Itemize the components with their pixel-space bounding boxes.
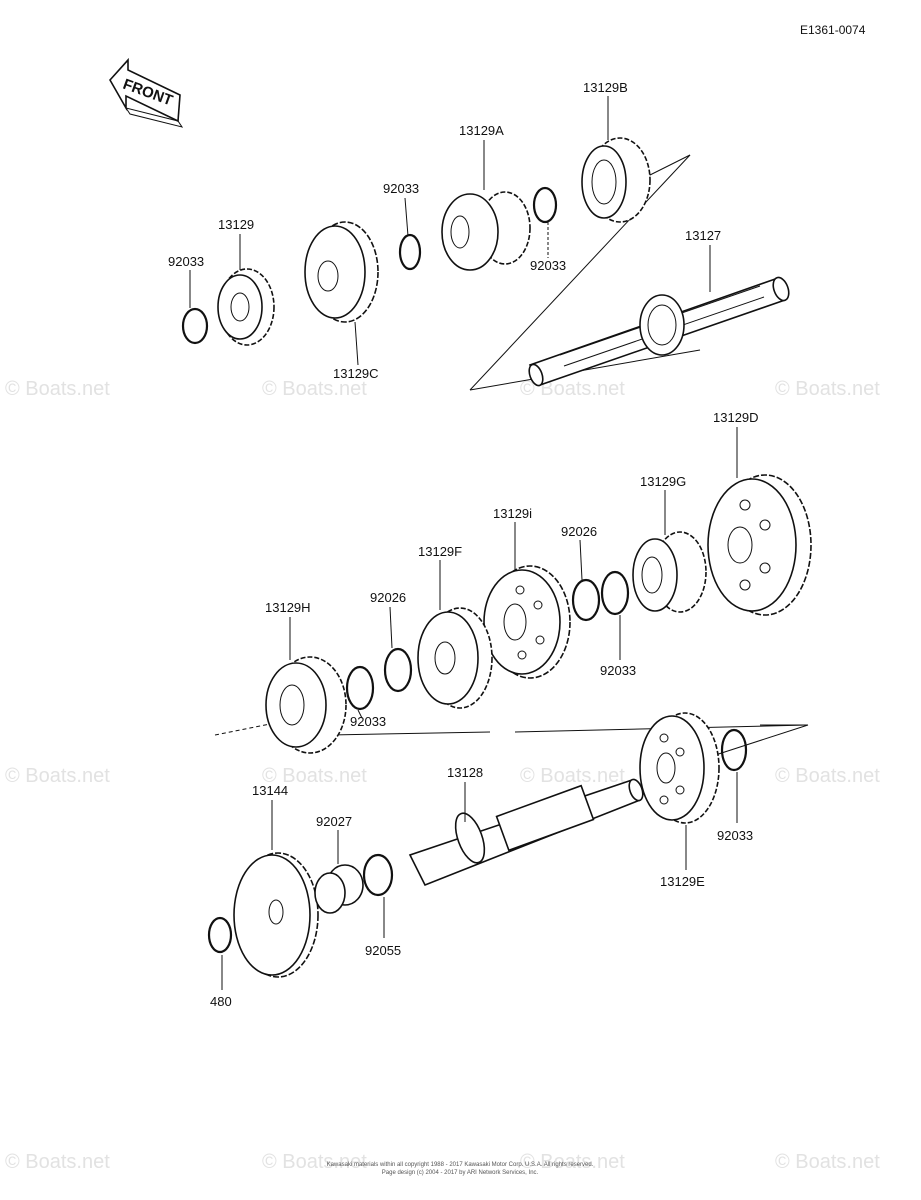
gear-13129f (417, 607, 493, 709)
diagram-code: E1361-0074 (800, 23, 866, 37)
watermark: © Boats.net (775, 1151, 880, 1173)
watermark: © Boats.net (262, 1151, 367, 1173)
o-ring-92055 (362, 853, 394, 897)
watermark-layer: © Boats.net © Boats.net © Boats.net © Bo… (5, 378, 880, 1173)
part-label-13129g: 13129G (640, 474, 686, 489)
watermark: © Boats.net (520, 1151, 625, 1173)
gear-13129b (581, 137, 651, 223)
shaft-13128 (408, 778, 644, 887)
circlip-92033 (181, 307, 209, 345)
circlip-92033 (345, 665, 375, 711)
circlip-92033 (600, 570, 630, 616)
part-label-92033: 92033 (350, 714, 386, 729)
part-label-13129a: 13129A (459, 123, 504, 138)
washer-92026 (383, 647, 413, 693)
gear-13129h (265, 656, 347, 754)
gear-13129g (632, 531, 707, 613)
part-label-13129c: 13129C (333, 366, 379, 381)
part-label-92033: 92033 (530, 258, 566, 273)
copyright-line: Kawasaki materials within all copyright … (327, 1162, 594, 1168)
watermark: © Boats.net (775, 378, 880, 400)
part-label-480: 480 (210, 994, 232, 1009)
watermark: © Boats.net (262, 378, 367, 400)
gear-13129c (304, 221, 379, 323)
lower-shaft-group (207, 712, 809, 990)
collar-92027 (314, 864, 364, 914)
watermark: © Boats.net (5, 1151, 110, 1173)
part-label-92033: 92033 (383, 181, 419, 196)
gear-13129 (217, 268, 275, 346)
part-label-13129d: 13129D (713, 410, 759, 425)
part-label-13144: 13144 (252, 783, 288, 798)
part-labels: 13129 92033 13129C 92033 13129A 92033 13… (168, 80, 759, 1009)
watermark: © Boats.net (775, 765, 880, 787)
front-arrow-icon: FRONT (109, 57, 184, 128)
gear-13129e (639, 712, 720, 824)
circlip-92033 (398, 233, 422, 271)
gear-13129a (441, 191, 531, 271)
part-label-13129: 13129 (218, 217, 254, 232)
guide-line (469, 154, 691, 391)
part-label-13129b: 13129B (583, 80, 628, 95)
part-label-92027: 92027 (316, 814, 352, 829)
watermark: © Boats.net (5, 378, 110, 400)
watermark: © Boats.net (520, 765, 625, 787)
part-label-13129h: 13129H (265, 600, 311, 615)
part-label-13129i: 13129i (493, 506, 532, 521)
circlip-92033 (720, 728, 748, 772)
part-label-13128: 13128 (447, 765, 483, 780)
upper-shaft-group (181, 96, 790, 391)
gear-on-shaft-13127 (639, 294, 685, 356)
part-label-92026: 92026 (370, 590, 406, 605)
washer-92026 (571, 578, 601, 622)
gear-13129d (707, 474, 812, 616)
watermark: © Boats.net (5, 765, 110, 787)
part-label-92033: 92033 (600, 663, 636, 678)
part-label-92026: 92026 (561, 524, 597, 539)
part-label-13129e: 13129E (660, 874, 705, 889)
middle-gear-group (214, 427, 812, 754)
copyright-line: Page design (c) 2004 - 2017 by ARI Netwo… (382, 1170, 539, 1176)
part-label-92055: 92055 (365, 943, 401, 958)
watermark: © Boats.net (262, 765, 367, 787)
part-label-92033: 92033 (717, 828, 753, 843)
part-label-92033: 92033 (168, 254, 204, 269)
circlip-92033 (532, 186, 558, 224)
sprocket-13144 (233, 852, 319, 978)
circlip-480 (207, 916, 233, 954)
part-label-13127: 13127 (685, 228, 721, 243)
gear-13129i (483, 565, 571, 679)
guide-line (329, 731, 491, 736)
part-label-13129f: 13129F (418, 544, 462, 559)
